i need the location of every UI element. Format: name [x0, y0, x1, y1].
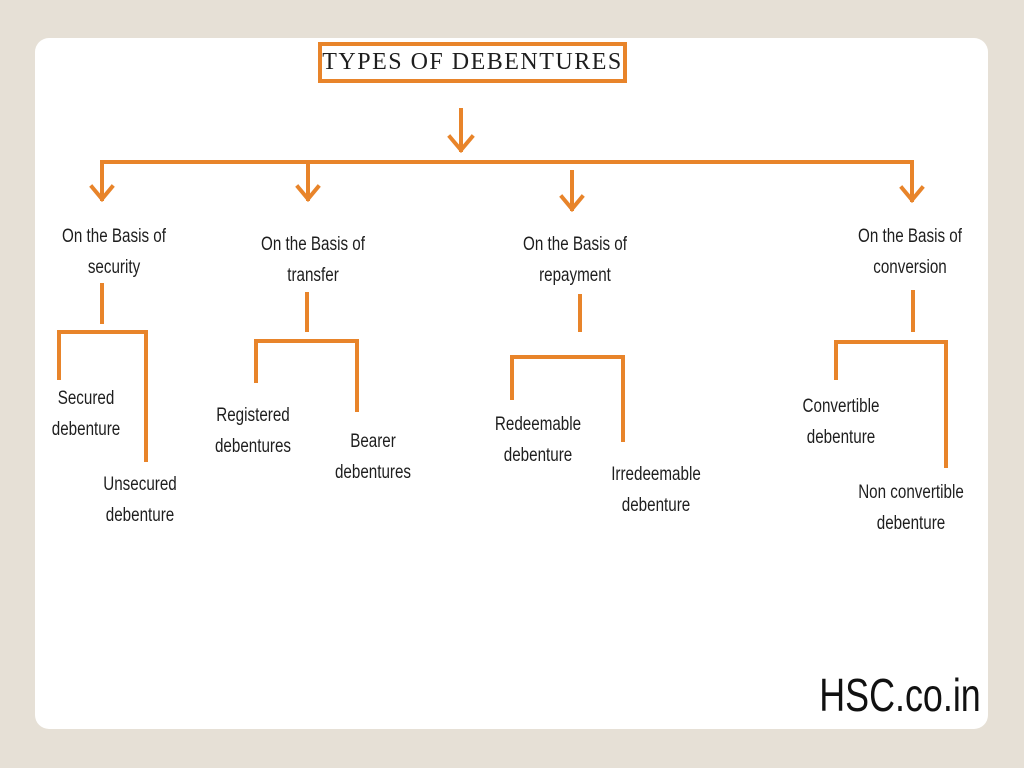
type-secured-debenture: Secured debenture [38, 383, 134, 445]
category-conversion-line2: conversion [873, 257, 947, 278]
category-repayment-line2: repayment [539, 265, 611, 286]
type-redeemable-debenture: Redeemable debenture [490, 409, 586, 471]
type-label-line1: Convertible [802, 396, 880, 417]
category-security: On the Basis of security [50, 221, 178, 283]
site-watermark: HSC.co.in [819, 669, 981, 721]
type-label-line2: debenture [51, 419, 121, 440]
category-repayment: On the Basis of repayment [511, 229, 639, 291]
type-label-line1: Irredeemable [611, 464, 701, 485]
branch-arrowhead-3 [559, 194, 585, 213]
category-conversion-line1: On the Basis of [858, 226, 962, 247]
type-label-line2: debenture [806, 427, 876, 448]
bracket-4 [834, 340, 948, 468]
type-label-line1: Bearer [350, 431, 396, 452]
category-transfer-line1: On the Basis of [261, 234, 365, 255]
bracket-1 [57, 330, 148, 462]
bracket-3 [510, 355, 625, 442]
type-label-line1: Unsecured [103, 474, 177, 495]
type-label-line2: debenture [503, 445, 573, 466]
type-label-line1: Secured [57, 388, 115, 409]
diagram-title: TYPES OF DEBENTURES [322, 49, 623, 75]
category-security-line2: security [87, 257, 141, 278]
branch-arrowhead-2 [295, 184, 321, 203]
type-registered-debentures: Registered debentures [205, 400, 301, 462]
title-arrow-head [447, 134, 475, 154]
type-label-line2: debentures [334, 462, 412, 483]
type-bearer-debentures: Bearer debentures [325, 426, 421, 488]
category-transfer: On the Basis of transfer [249, 229, 377, 291]
category-security-line1: On the Basis of [62, 226, 166, 247]
type-non-convertible-debenture: Non convertible debenture [843, 477, 979, 539]
type-label-line2: debenture [105, 505, 175, 526]
type-label-line2: debenture [621, 495, 691, 516]
category-repayment-line1: On the Basis of [523, 234, 627, 255]
type-label-line1: Redeemable [494, 414, 582, 435]
type-irredeemable-debenture: Irredeemable debenture [600, 459, 712, 521]
type-label-line1: Registered [216, 405, 290, 426]
type-convertible-debenture: Convertible debenture [793, 391, 889, 453]
type-label-line1: Non convertible [858, 482, 964, 503]
bracket-2 [254, 339, 359, 412]
category-transfer-line2: transfer [287, 265, 339, 286]
branch-arrowhead-1 [89, 184, 115, 203]
type-unsecured-debenture: Unsecured debenture [92, 469, 188, 531]
category-conversion: On the Basis of conversion [846, 221, 974, 283]
title-box: TYPES OF DEBENTURES [318, 42, 627, 83]
type-label-line2: debenture [876, 513, 946, 534]
type-label-line2: debentures [214, 436, 292, 457]
branch-arrowhead-4 [899, 185, 925, 204]
